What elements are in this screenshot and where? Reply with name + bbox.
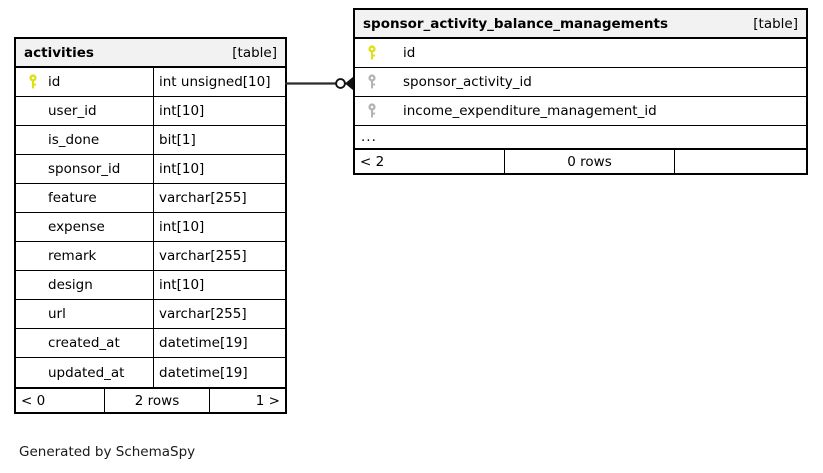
column-type: varchar[255] — [153, 300, 285, 328]
column-name-cell: is_done — [16, 126, 153, 154]
column-name-cell: updated_at — [16, 358, 153, 387]
entity-footer-activities: < 0 2 rows 1 > — [16, 387, 285, 412]
table-row[interactable]: income_expenditure_management_id — [355, 97, 806, 126]
column-name: income_expenditure_management_id — [403, 103, 657, 119]
column-type: datetime[19] — [153, 358, 285, 387]
column-type: int[10] — [153, 155, 285, 183]
column-name-cell: sponsor_id — [16, 155, 153, 183]
table-row[interactable]: is_done bit[1] — [16, 126, 285, 155]
table-row[interactable]: created_at datetime[19] — [16, 329, 285, 358]
entity-column-list-sponsor-activity-balance-managements: id sponsor_activity_id — [355, 39, 806, 148]
next-page-button[interactable] — [675, 150, 806, 173]
column-name-cell: created_at — [16, 329, 153, 357]
column-name: id — [48, 74, 61, 90]
column-name-cell: feature — [16, 184, 153, 212]
entity-type-label: [table] — [753, 15, 798, 32]
entity-table-activities[interactable]: activities [table] id int unsig — [14, 37, 287, 414]
relationship-connector-activities-to-sponsor-activity-balance-managements — [285, 76, 354, 91]
column-name: is_done — [48, 132, 100, 148]
entity-column-list-activities: id int unsigned[10] user_id int[10] is_d… — [16, 68, 285, 387]
column-type: int unsigned[10] — [153, 68, 285, 96]
column-name-cell: id — [355, 39, 806, 67]
column-name: sponsor_id — [48, 161, 121, 177]
column-name-cell: design — [16, 271, 153, 299]
table-row[interactable]: updated_at datetime[19] — [16, 358, 285, 387]
table-row[interactable]: url varchar[255] — [16, 300, 285, 329]
table-row[interactable]: sponsor_id int[10] — [16, 155, 285, 184]
prev-page-button[interactable]: < 0 — [16, 389, 105, 412]
table-row[interactable]: user_id int[10] — [16, 97, 285, 126]
column-name-cell: income_expenditure_management_id — [355, 97, 806, 125]
table-row[interactable]: id — [355, 39, 806, 68]
column-type: int[10] — [153, 213, 285, 241]
table-row[interactable]: design int[10] — [16, 271, 285, 300]
column-name: id — [403, 45, 416, 61]
row-count-label: 2 rows — [105, 389, 210, 412]
column-name-cell: id — [16, 68, 153, 96]
column-type: int[10] — [153, 97, 285, 125]
generated-by-caption: Generated by SchemaSpy — [19, 444, 196, 460]
entity-table-sponsor-activity-balance-managements[interactable]: sponsor_activity_balance_managements [ta… — [353, 8, 808, 175]
column-name: feature — [48, 190, 97, 206]
entity-title: activities — [24, 44, 94, 61]
table-row[interactable]: feature varchar[255] — [16, 184, 285, 213]
table-row[interactable]: id int unsigned[10] — [16, 68, 285, 97]
column-type: varchar[255] — [153, 242, 285, 270]
column-name: sponsor_activity_id — [403, 74, 532, 90]
column-name: updated_at — [48, 364, 125, 381]
column-name: url — [48, 306, 66, 322]
column-name-cell: remark — [16, 242, 153, 270]
table-row[interactable]: expense int[10] — [16, 213, 285, 242]
key-icon — [361, 103, 383, 119]
entity-header-sponsor-activity-balance-managements: sponsor_activity_balance_managements [ta… — [355, 10, 806, 39]
column-name-cell: user_id — [16, 97, 153, 125]
table-row[interactable]: sponsor_activity_id — [355, 68, 806, 97]
row-count-label: 0 rows — [505, 150, 675, 173]
key-icon — [361, 74, 383, 90]
entity-title: sponsor_activity_balance_managements — [363, 15, 668, 32]
column-name-cell: url — [16, 300, 153, 328]
key-icon — [361, 45, 383, 61]
column-name: design — [48, 277, 93, 293]
column-name: user_id — [48, 103, 97, 119]
column-type: datetime[19] — [153, 329, 285, 357]
entity-header-activities: activities [table] — [16, 39, 285, 68]
column-name: created_at — [48, 335, 120, 351]
more-columns-indicator: ... — [361, 129, 377, 145]
table-row[interactable]: remark varchar[255] — [16, 242, 285, 271]
key-icon — [22, 74, 44, 90]
prev-page-button[interactable]: < 2 — [355, 150, 505, 173]
column-name: remark — [48, 248, 97, 264]
entity-type-label: [table] — [232, 44, 277, 61]
column-type: varchar[255] — [153, 184, 285, 212]
next-page-button[interactable]: 1 > — [255, 392, 280, 409]
column-type: bit[1] — [153, 126, 285, 154]
column-name-cell: expense — [16, 213, 153, 241]
entity-footer-sponsor-activity-balance-managements: < 2 0 rows — [355, 148, 806, 173]
column-name-cell: sponsor_activity_id — [355, 68, 806, 96]
column-name: expense — [48, 219, 105, 235]
column-type: int[10] — [153, 271, 285, 299]
